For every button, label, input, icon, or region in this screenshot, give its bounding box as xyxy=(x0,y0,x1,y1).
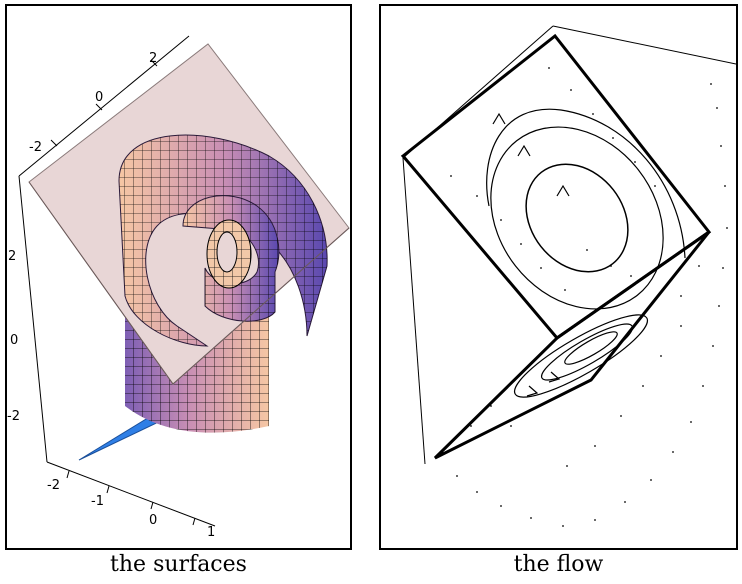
upper-plane xyxy=(400,33,712,341)
flow-caption: the flow xyxy=(513,552,604,577)
box-top-edge xyxy=(18,35,190,177)
flow-arrow-icon xyxy=(556,184,570,197)
inner-ring-hole xyxy=(216,231,238,273)
top-tick-label: 2 xyxy=(149,51,157,66)
bottom-tick xyxy=(106,485,110,494)
lower-flow-orbit-middle xyxy=(540,323,634,381)
plane-front-edge xyxy=(28,181,174,385)
flow-arrow-icon xyxy=(526,385,539,397)
top-tick-label: 0 xyxy=(95,90,103,105)
top-tick-label: -2 xyxy=(29,140,42,155)
flow-arrow-icon xyxy=(517,144,531,157)
vertical-tick-label: -2 xyxy=(7,409,20,424)
vertical-tick-label: 0 xyxy=(10,333,18,348)
sample-dots xyxy=(450,67,728,527)
bottom-tick xyxy=(192,517,196,526)
surfaces-plot: -2 0 2 2 0 -2 -2 -1 0 1 xyxy=(7,35,350,540)
surfaces-caption: the surfaces xyxy=(110,552,247,577)
surfaces-panel: -2 0 2 2 0 -2 -2 -1 0 1 xyxy=(5,4,352,550)
box-left-edge xyxy=(402,157,426,465)
flow-orbit-outer xyxy=(486,108,686,259)
bottom-tick xyxy=(66,470,70,479)
box-bottom-edge xyxy=(46,461,216,527)
vertical-tick-label: 2 xyxy=(8,249,16,264)
lower-plane xyxy=(433,230,711,460)
flow-orbit-inner xyxy=(525,163,629,273)
top-tick xyxy=(50,139,58,147)
bottom-tick xyxy=(150,501,154,510)
flow-arrow-icon xyxy=(492,112,506,125)
bottom-tick-label: -1 xyxy=(91,494,104,509)
flow-orbit-middle xyxy=(490,126,664,310)
plane-right-edge xyxy=(172,227,350,385)
bottom-tick-label: 1 xyxy=(207,525,215,540)
bottom-tick-label: 0 xyxy=(149,513,157,528)
top-tick xyxy=(150,59,158,67)
flow-plot xyxy=(400,25,736,527)
flow-arrow-icon xyxy=(548,371,561,383)
box-left-edge xyxy=(18,175,48,463)
bottom-tick-label: -2 xyxy=(47,478,60,493)
flow-panel xyxy=(379,4,738,550)
box-right-edge xyxy=(552,25,736,65)
lower-flow-orbit-outer xyxy=(513,314,649,398)
lower-flow-orbit-inner xyxy=(564,331,618,365)
outer-spiral-grid xyxy=(119,135,328,346)
top-tick xyxy=(95,103,103,111)
middle-spiral-grid xyxy=(183,195,279,322)
